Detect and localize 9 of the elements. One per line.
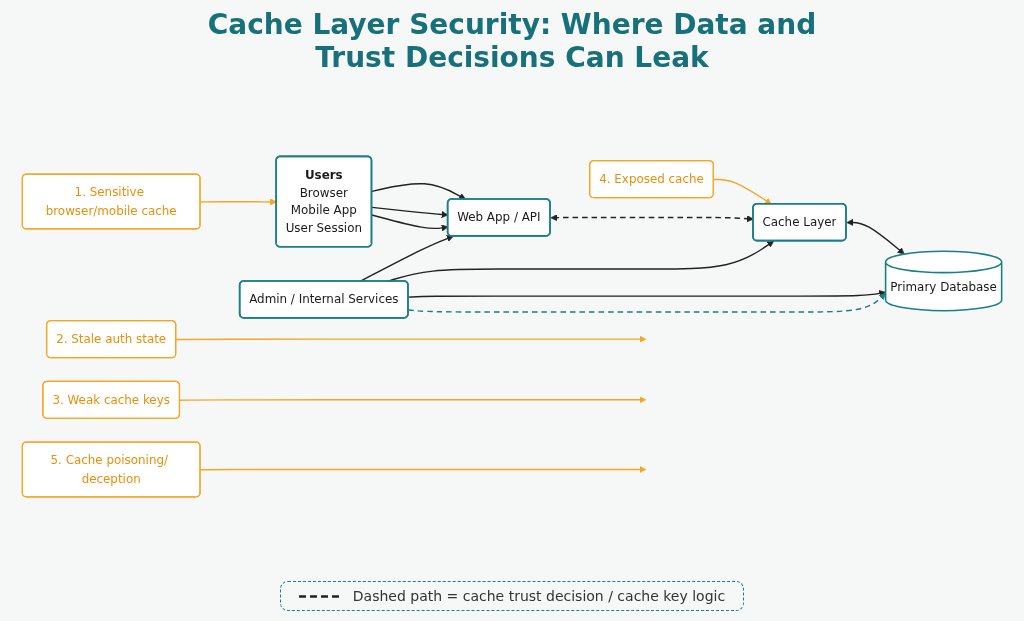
title: Cache Layer Security: Where Data and Trust Decisions Can Leak	[206, 8, 818, 75]
arrow	[407, 293, 886, 313]
arrow	[175, 335, 647, 343]
arrow	[407, 290, 886, 298]
arrow	[846, 218, 905, 255]
arrow	[371, 182, 466, 200]
legend-text: Dashed path = cache trust decision / cache key logic	[352, 588, 726, 604]
arrow	[713, 178, 772, 205]
arrow	[179, 396, 647, 404]
